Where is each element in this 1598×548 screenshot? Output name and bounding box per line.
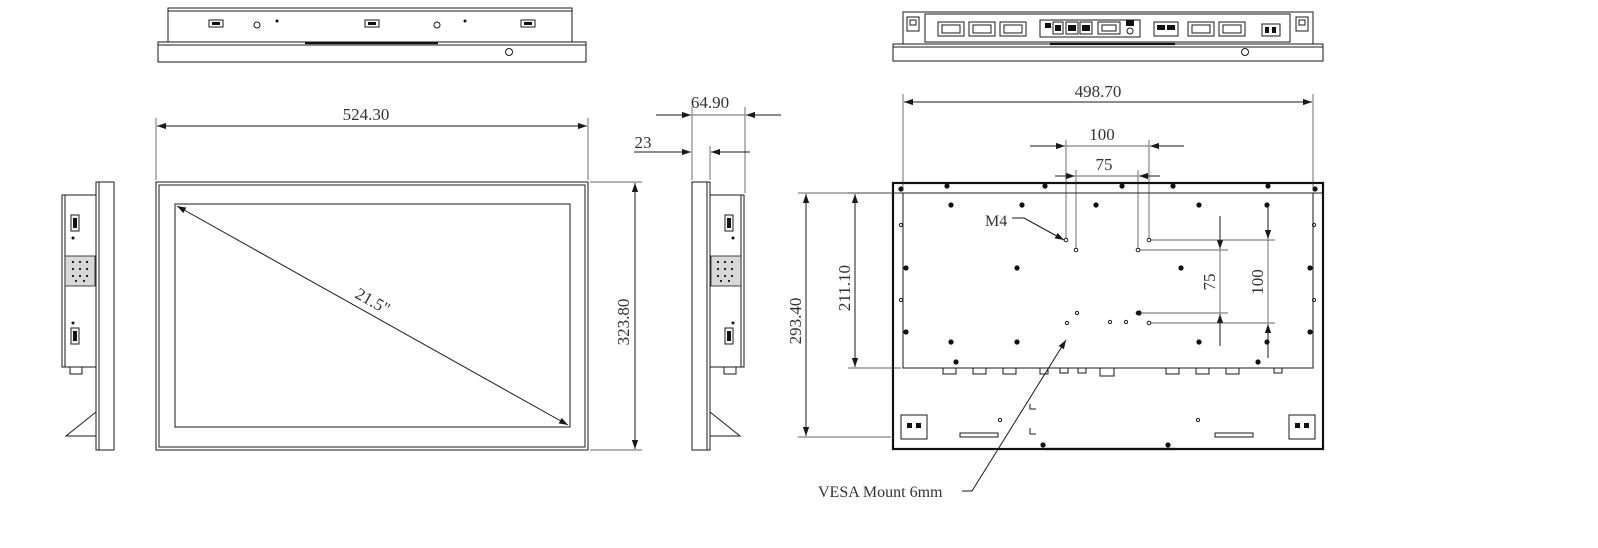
svg-text:498.70: 498.70 bbox=[1075, 82, 1122, 101]
dim-rear-width: 498.70 bbox=[902, 82, 1314, 191]
dim-rear-outer-height: 293.40 bbox=[786, 192, 891, 438]
svg-text:M4: M4 bbox=[985, 213, 1007, 230]
rear-small-holes bbox=[898, 222, 1317, 423]
rear-screws bbox=[898, 183, 1318, 448]
dim-rear-inner-height: 211.10 bbox=[835, 192, 901, 369]
side-view-right bbox=[691, 181, 745, 451]
diagonal-label: 21.5" bbox=[352, 284, 393, 318]
rear-view bbox=[891, 181, 1325, 451]
dim-side-depth: 64.90 bbox=[656, 93, 781, 193]
svg-text:75: 75 bbox=[1096, 155, 1113, 174]
dim-vesa-v-100: 100 bbox=[1151, 205, 1275, 358]
io-cluster-center bbox=[1039, 19, 1141, 38]
side-view-left bbox=[61, 181, 115, 451]
bottom-io-view bbox=[892, 11, 1324, 62]
svg-text:524.30: 524.30 bbox=[343, 105, 390, 124]
dim-front-height: 323.80 bbox=[590, 181, 642, 451]
svg-text:211.10: 211.10 bbox=[835, 265, 854, 311]
dim-vesa-h-100: 100 bbox=[1030, 125, 1184, 238]
top-view-left bbox=[157, 7, 587, 63]
svg-text:23: 23 bbox=[635, 133, 652, 152]
m4-callout: M4 bbox=[985, 213, 1065, 241]
svg-text:VESA Mount 6mm: VESA Mount 6mm bbox=[818, 484, 943, 501]
svg-text:64.90: 64.90 bbox=[691, 93, 729, 112]
dim-front-width: 524.30 bbox=[155, 105, 589, 180]
dim-side-bezel: 23 bbox=[634, 133, 750, 180]
svg-text:100: 100 bbox=[1089, 125, 1115, 144]
rear-port-row bbox=[942, 367, 1283, 377]
svg-text:323.80: 323.80 bbox=[614, 299, 633, 346]
db9-port-group bbox=[937, 21, 1027, 37]
svg-text:75: 75 bbox=[1200, 274, 1219, 291]
svg-text:293.40: 293.40 bbox=[786, 298, 805, 345]
front-view: 21.5" bbox=[155, 181, 589, 451]
vesa-holes bbox=[1063, 237, 1152, 326]
vent-dots-left bbox=[71, 260, 89, 283]
dim-vesa-h-75: 75 bbox=[1055, 155, 1160, 248]
dim-vesa-v-75: 75 bbox=[1140, 216, 1228, 346]
svg-text:100: 100 bbox=[1248, 269, 1267, 295]
vesa-mount-callout: VESA Mount 6mm bbox=[818, 339, 1067, 501]
io-cluster-right bbox=[1153, 16, 1309, 37]
vent-dots-right bbox=[716, 260, 734, 283]
